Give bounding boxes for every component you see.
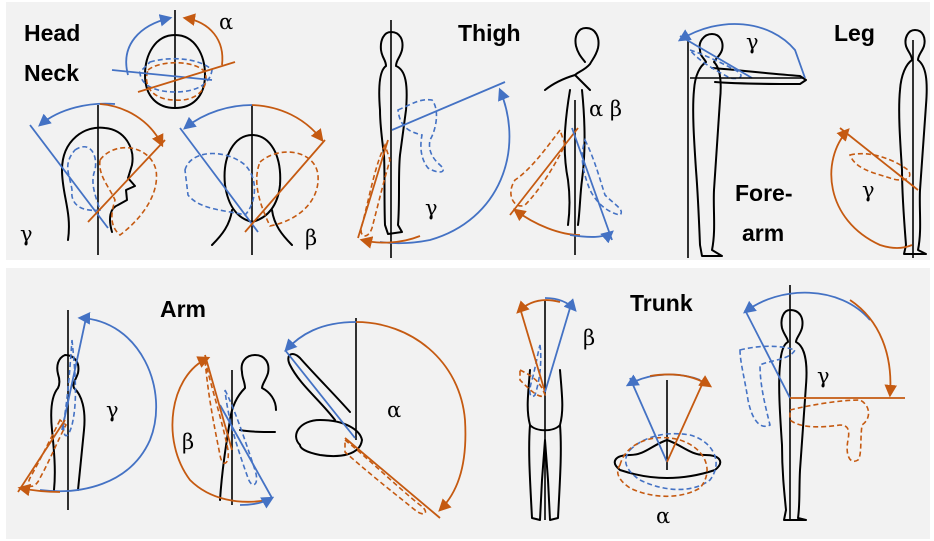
label-head: Head <box>24 20 80 47</box>
angle-alpha-beta-thigh: α β <box>589 97 622 121</box>
angle-alpha-arm: α <box>387 398 401 422</box>
angle-beta-head: β <box>305 226 317 250</box>
label-trunk: Trunk <box>630 290 693 317</box>
label-forearm-line1: Fore- <box>735 180 793 207</box>
angle-beta-trunk: β <box>583 326 595 350</box>
angle-beta-arm: β <box>182 430 194 454</box>
label-forearm-line2: arm <box>742 220 784 247</box>
label-neck: Neck <box>24 60 79 87</box>
trunk-top-figure <box>615 374 720 496</box>
thigh-front-figure <box>510 28 621 255</box>
head-back-view <box>180 105 325 255</box>
trunk-back-figure <box>518 298 575 520</box>
thigh-side-figure <box>358 20 509 258</box>
label-leg: Leg <box>834 20 875 47</box>
angle-alpha-head: α <box>219 10 233 34</box>
angle-gamma-thigh: γ <box>425 196 438 220</box>
head-side-view <box>30 104 165 255</box>
angle-gamma-trunk: γ <box>817 364 830 388</box>
angle-gamma-forearm: γ <box>746 30 759 54</box>
label-arm: Arm <box>160 296 206 323</box>
angle-gamma-head: γ <box>20 222 33 246</box>
label-thigh: Thigh <box>458 20 521 47</box>
trunk-side-figure <box>740 285 905 520</box>
angle-gamma-leg: γ <box>862 178 875 202</box>
angle-gamma-arm: γ <box>106 398 119 422</box>
head-top-view <box>112 10 235 108</box>
arm-top-figure <box>285 318 465 518</box>
angle-alpha-trunk: α <box>656 504 670 528</box>
leg-figure <box>831 30 926 258</box>
arm-side-figure <box>18 310 156 510</box>
